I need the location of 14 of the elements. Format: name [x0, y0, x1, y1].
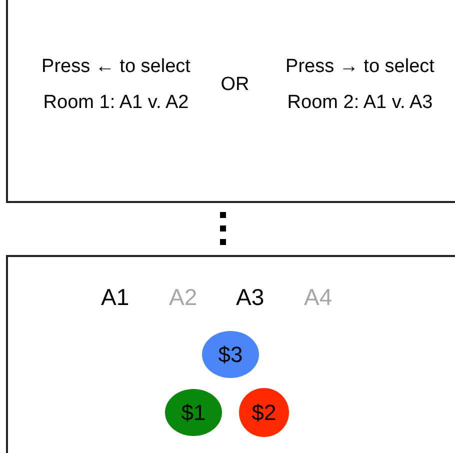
dotted-connector [220, 212, 226, 246]
room-choice-panel [6, 0, 455, 203]
token-label: $3 [217, 341, 244, 369]
token-ellipse [239, 388, 289, 437]
or-text: OR [220, 73, 250, 97]
instruction-text: Press → to select Room 2: A1 v. A3 [284, 55, 436, 115]
option-label: A3 [236, 284, 264, 310]
token-label: $1 [180, 399, 207, 427]
option-label: A4 [304, 284, 332, 310]
allocation-panel [6, 255, 455, 453]
token-label: $2 [250, 399, 278, 427]
option-label: A2 [169, 284, 198, 310]
option-label: A1 [101, 284, 130, 310]
instruction-text: Press ← to select Room 1: A1 v. A2 [40, 55, 192, 115]
